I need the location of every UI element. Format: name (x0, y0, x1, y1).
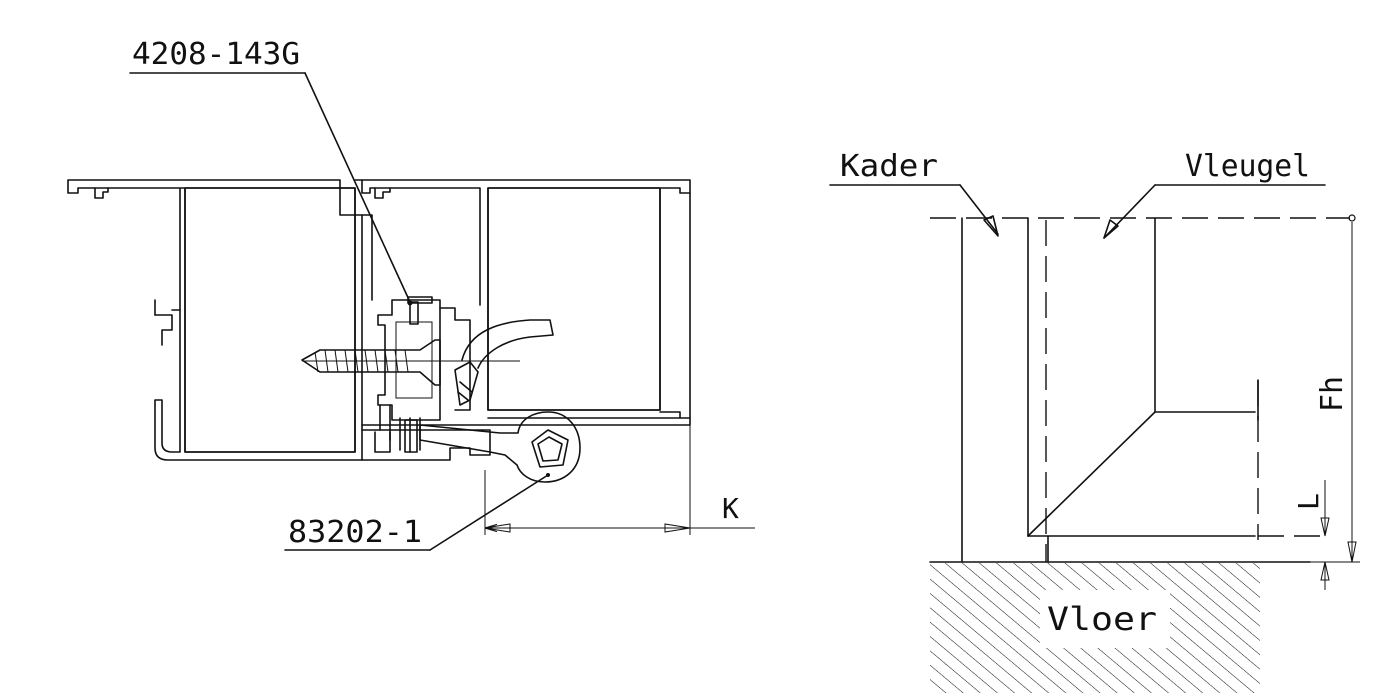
elevation-drawing: Vloer Kader V (829, 149, 1360, 693)
screw (301, 339, 520, 386)
dimension-l: L (1292, 480, 1330, 590)
hardware-block (377, 296, 471, 453)
floor-label: Vloer (1047, 600, 1157, 638)
dimension-k: K (484, 425, 755, 535)
frame-profile (67, 179, 363, 461)
leader-4208-143G: 4208-143G (129, 37, 413, 306)
floor-hatch: Vloer (929, 561, 1311, 693)
sash-profile (354, 179, 691, 461)
dimension-k-label: K (722, 492, 739, 525)
sash-label: Vleugel (1185, 149, 1310, 184)
dimension-fh-label: Fh (1315, 376, 1350, 412)
hinge-part (419, 411, 581, 483)
label-vleugel: Vleugel (1103, 149, 1326, 239)
dimension-fh: Fh (1310, 222, 1360, 563)
frame-label: Kader (840, 149, 938, 184)
leader-83202-1: 83202-1 (284, 474, 549, 551)
locking-cam (454, 319, 554, 406)
label-kader: Kader (829, 149, 999, 237)
part-label-top: 4208-143G (132, 37, 300, 72)
frame-elevation (961, 217, 1256, 563)
dimension-l-label: L (1292, 493, 1325, 510)
profile-section-drawing: 4208-143G 83202-1 K (67, 37, 755, 551)
part-label-bottom: 83202-1 (288, 515, 422, 550)
